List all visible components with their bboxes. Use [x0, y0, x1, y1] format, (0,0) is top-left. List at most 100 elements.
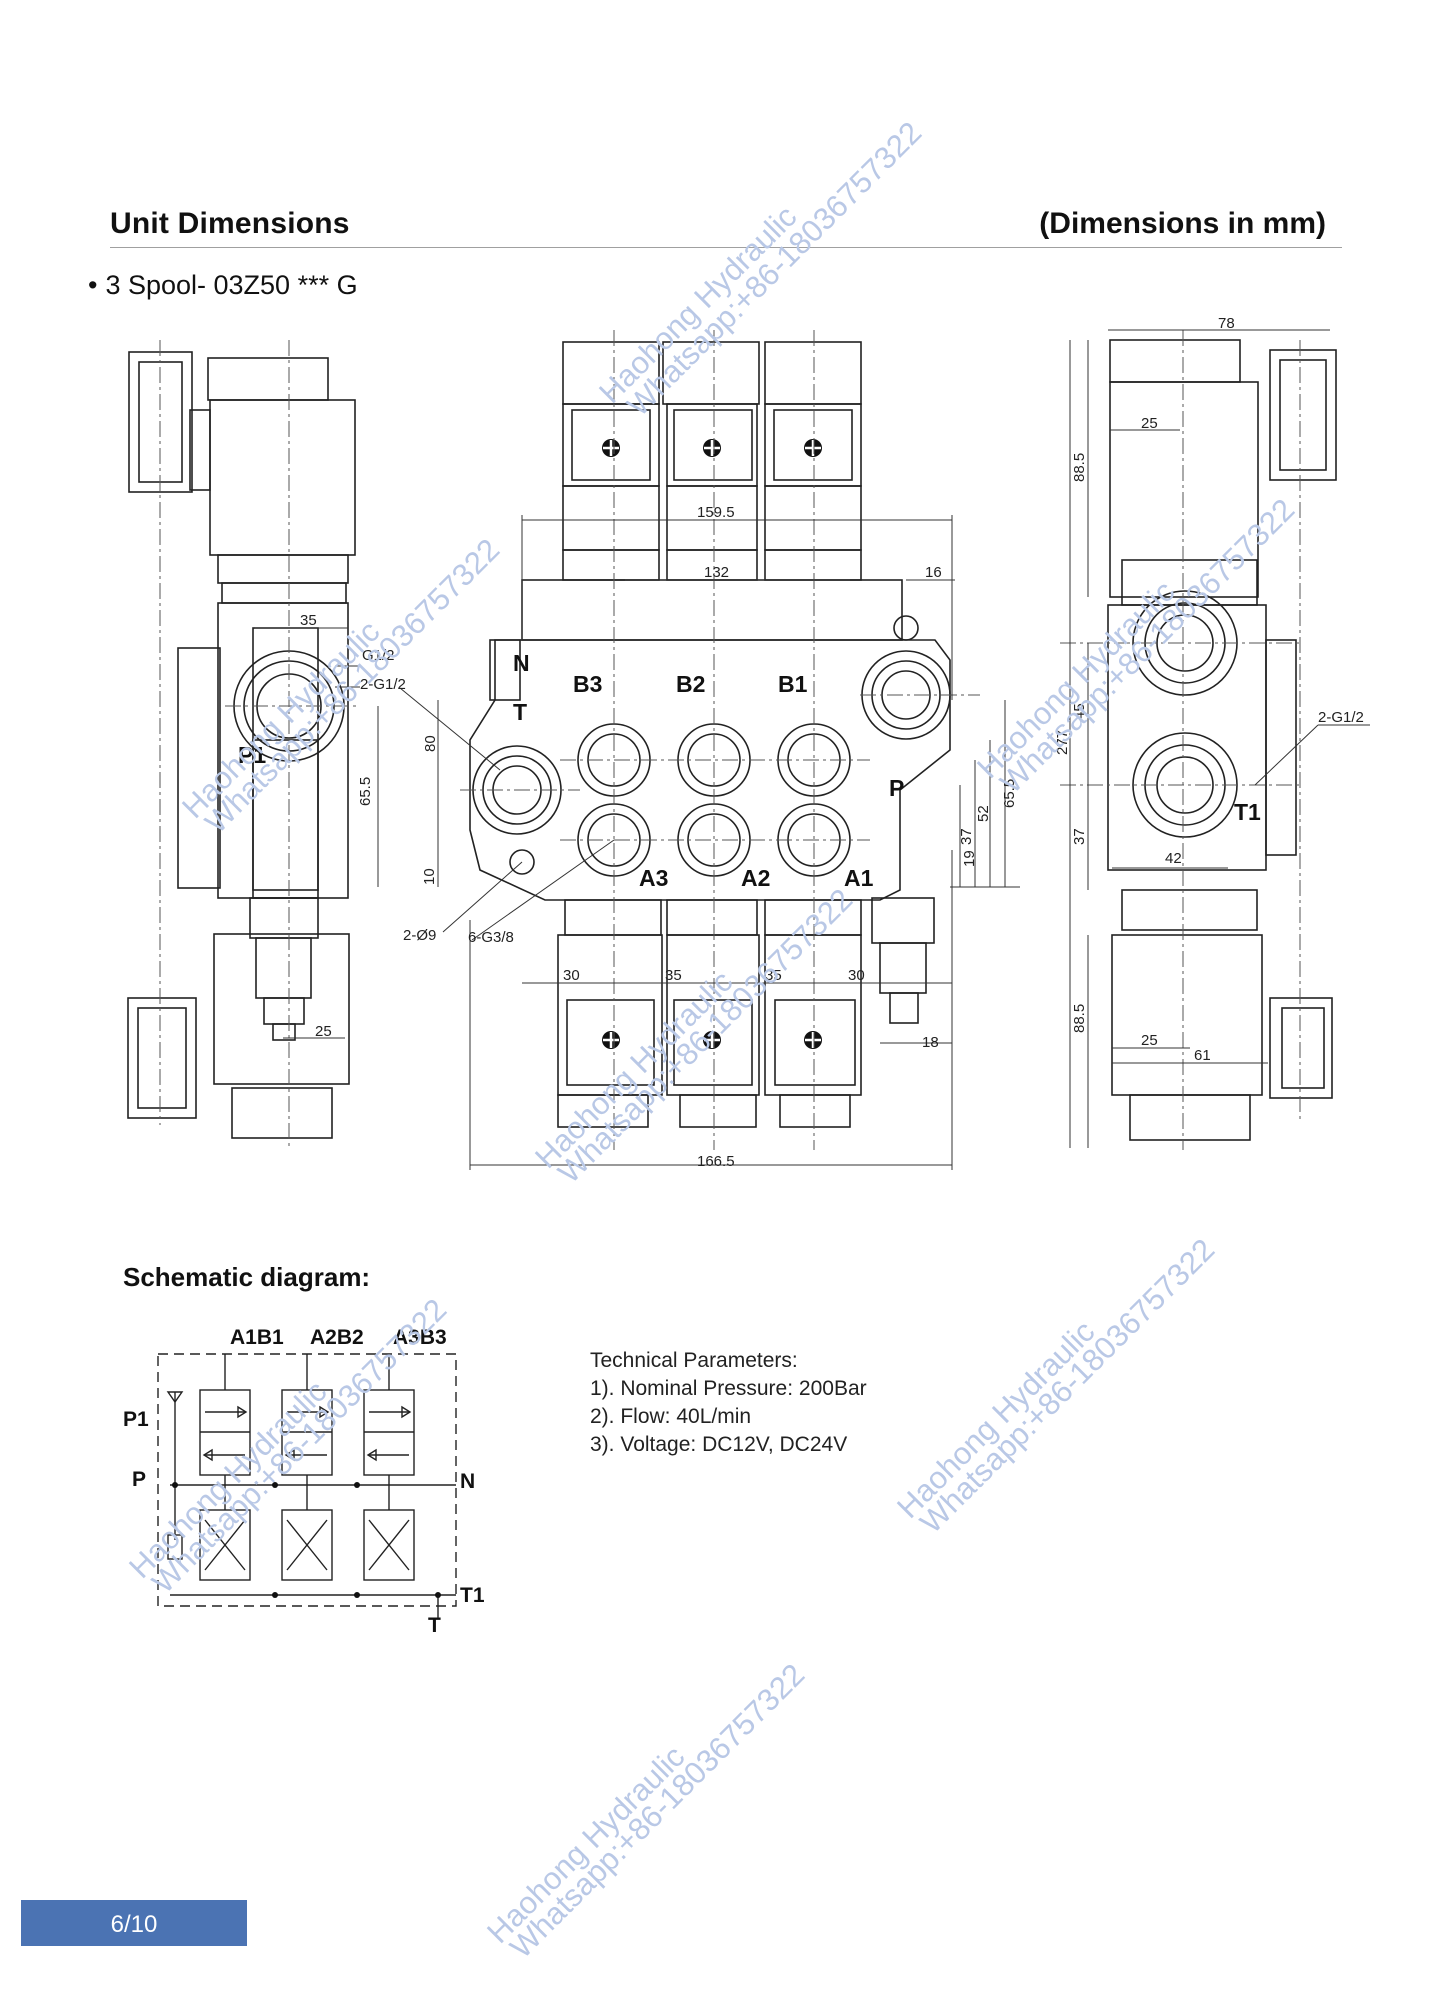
tech-heading: Technical Parameters: — [590, 1349, 798, 1372]
units-note: (Dimensions in mm) — [1039, 207, 1326, 240]
dim-35-mid-left: 35 — [665, 967, 682, 984]
dim-19: 19 — [961, 850, 978, 867]
dim-37: 37 — [958, 828, 975, 845]
schematic-diagram: A1B1 A2B2 A3B3 P1 P N T1 T — [123, 1326, 485, 1637]
dim-25-bottom: 25 — [1141, 1032, 1158, 1049]
label-p1: P1 — [238, 742, 266, 768]
schem-label-p1: P1 — [123, 1408, 149, 1431]
watermark-text: Haohong Hydraulic — [592, 199, 803, 410]
schematic-title: Schematic diagram: — [123, 1262, 371, 1292]
dim-25-top: 25 — [1141, 415, 1158, 432]
dim-78: 78 — [1218, 315, 1235, 332]
dim-30-left: 30 — [563, 967, 580, 984]
tech-item-flow: 2). Flow: 40L/min — [590, 1405, 752, 1428]
dim-61: 61 — [1194, 1047, 1211, 1064]
nut-upper — [249, 897, 319, 939]
schem-label-a2b2: A2B2 — [310, 1326, 364, 1349]
coil-cap-top — [207, 357, 329, 401]
schem-label-n: N — [460, 1470, 475, 1493]
dim-65-5: 65.5 — [357, 777, 374, 806]
watermark-text: Haohong Hydraulic — [122, 1374, 333, 1585]
spool-section-2 — [281, 1354, 333, 1581]
watermark-text: Haohong Hydraulic — [890, 1314, 1101, 1525]
header-divider — [110, 247, 1342, 248]
dim-10: 10 — [421, 868, 438, 885]
dim-35-mid-right: 35 — [765, 967, 782, 984]
watermark-text: Haohong Hydraulic — [175, 614, 386, 825]
dim-132: 132 — [704, 564, 729, 581]
dim-35: 35 — [300, 612, 317, 629]
schem-label-t1: T1 — [460, 1584, 485, 1607]
coil-cap-bottom — [231, 1087, 333, 1139]
dim-88-5-top: 88.5 — [1071, 453, 1088, 482]
dim-30-right: 30 — [848, 967, 865, 984]
label-g12: G1/2 — [362, 647, 395, 664]
front-nut — [871, 897, 935, 944]
right-coil-top — [1109, 381, 1259, 598]
dimension-lines — [255, 329, 1370, 1170]
tech-item-pressure: 1). Nominal Pressure: 200Bar — [590, 1377, 867, 1400]
dim-42: 42 — [1165, 850, 1182, 867]
dim-25-left: 25 — [315, 1023, 332, 1040]
label-2-g12: 2-G1/2 — [360, 676, 406, 693]
schem-label-p: P — [132, 1468, 146, 1491]
dim-88-5-bottom: 88.5 — [1071, 1004, 1088, 1033]
technical-parameters: Technical Parameters: 1). Nominal Pressu… — [590, 1347, 867, 1459]
schem-label-a1b1: A1B1 — [230, 1326, 284, 1349]
watermark-text: Whatsapp:+86-18036757322 — [620, 115, 928, 423]
label-a2: A2 — [741, 865, 770, 891]
label-n: N — [513, 650, 530, 676]
dim-166-5: 166.5 — [697, 1153, 735, 1170]
mount-hole-right — [893, 615, 919, 641]
dim-159-5: 159.5 — [697, 504, 735, 521]
valve-body-top — [521, 579, 903, 641]
dim-80: 80 — [422, 735, 439, 752]
port-labels: P1 N T P B3 B2 B1 A3 A2 A1 T1 — [238, 650, 1261, 891]
dim-277: 277 — [1054, 730, 1071, 755]
dim-37-right: 37 — [1071, 828, 1088, 845]
tech-item-voltage: 3). Voltage: DC12V, DC24V — [590, 1433, 848, 1456]
relief-valve-icon — [167, 1534, 183, 1560]
centre-lines — [159, 330, 1301, 1150]
dim-16: 16 — [925, 564, 942, 581]
page-number: 6/10 — [110, 1911, 158, 1938]
schem-label-t: T — [428, 1614, 441, 1637]
callout-holes: 2-Ø9 — [403, 927, 436, 944]
label-2-g12-right: 2-G1/2 — [1318, 709, 1364, 726]
watermark-text: Haohong Hydraulic — [528, 964, 739, 1175]
coil-top — [209, 399, 356, 556]
spool-section-1 — [199, 1354, 251, 1581]
dim-18: 18 — [922, 1034, 939, 1051]
label-b2: B2 — [676, 671, 705, 697]
model-line: •3 Spool- 03Z50 *** G — [88, 270, 358, 301]
bullet: • — [88, 270, 98, 300]
mount-hole-left — [509, 849, 535, 875]
label-t1: T1 — [1234, 799, 1261, 825]
label-b3: B3 — [573, 671, 602, 697]
page-number-badge: 6/10 — [21, 1900, 247, 1946]
check-valve-icon — [166, 1391, 184, 1404]
dimension-texts: 35 G1/2 2-G1/2 65.5 25 159.5 132 16 80 1… — [300, 315, 1364, 1170]
watermark-text: Whatsapp:+86-18036757322 — [503, 1657, 811, 1965]
watermark-text: Haohong Hydraulic — [480, 1739, 691, 1950]
label-a3: A3 — [639, 865, 668, 891]
watermark-text: Whatsapp:+86-18036757322 — [198, 532, 506, 840]
watermark-text: Whatsapp:+86-18036757322 — [993, 492, 1301, 800]
model-label: 3 Spool- 03Z50 *** G — [105, 270, 358, 300]
watermarks: Haohong Hydraulic Whatsapp:+86-180367573… — [122, 115, 1301, 1965]
callout-threads: 6-G3/8 — [468, 929, 514, 946]
watermark-text: Whatsapp:+86-18036757322 — [913, 1232, 1221, 1540]
label-a1: A1 — [844, 865, 874, 891]
dim-52: 52 — [975, 805, 992, 822]
coil-bottom — [213, 933, 350, 1085]
right-coil-bottom — [1111, 934, 1263, 1096]
dim-65-5-front: 65.5 — [1001, 779, 1018, 808]
label-b1: B1 — [778, 671, 808, 697]
label-p: P — [889, 775, 904, 801]
valve-body-front — [469, 639, 951, 901]
spool-section-3 — [363, 1354, 415, 1581]
schem-label-a3b3: A3B3 — [393, 1326, 447, 1349]
watermark-text: Haohong Hydraulic — [970, 574, 1181, 785]
connector-bottom — [127, 997, 197, 1119]
